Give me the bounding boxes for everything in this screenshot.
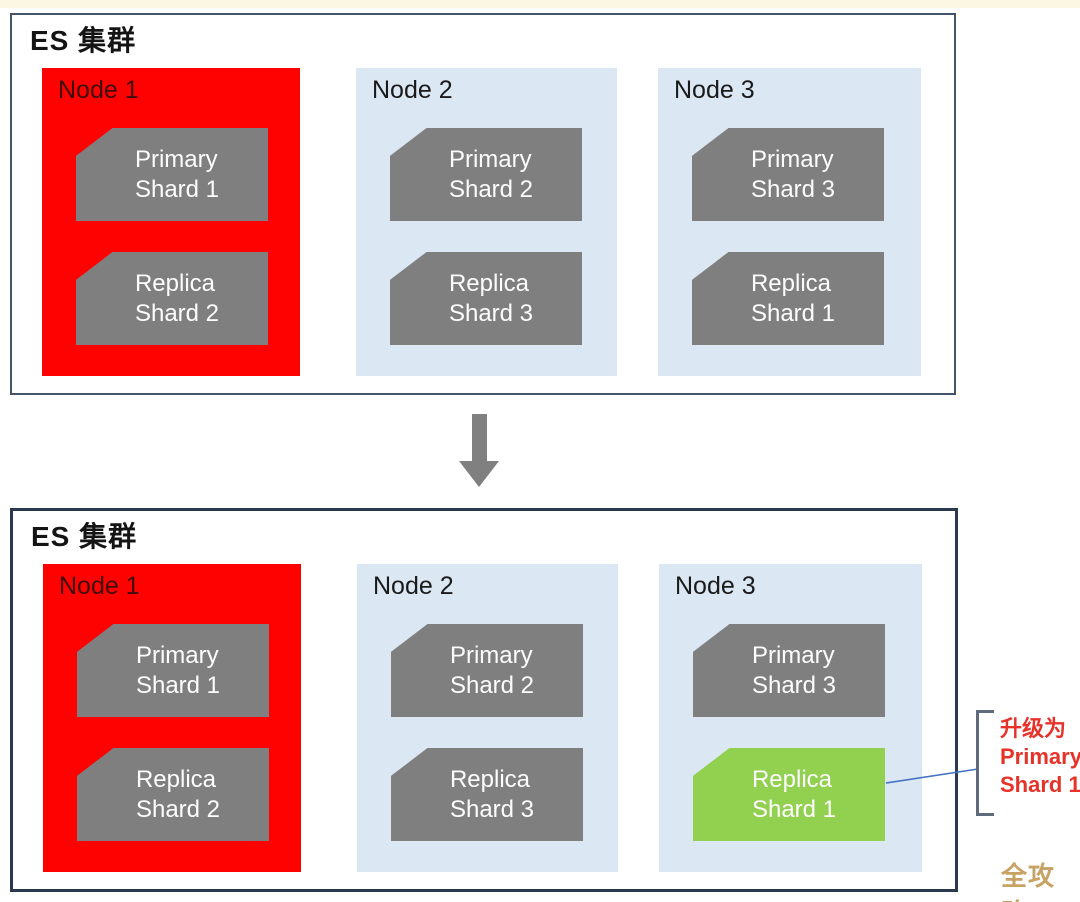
es-cluster-after: ES 集群 Node 1 Primary Shard 1 Replica Sha… (10, 508, 958, 892)
shard-label: Primary Shard 3 (750, 145, 836, 203)
shard-label: Replica Shard 2 (134, 269, 220, 327)
watermark: 全攻略 (1001, 861, 1056, 902)
node-2: Node 2 Primary Shard 2 Replica Shard 3 (357, 564, 618, 872)
node-1-label: Node 1 (59, 572, 140, 600)
node-2-label: Node 2 (373, 572, 454, 600)
shard-label: Primary Shard 3 (751, 641, 837, 699)
shard-replica-1-promoted: Replica Shard 1 (693, 748, 885, 841)
shard-primary-3: Primary Shard 3 (693, 624, 885, 717)
annotation-line: Shard 1 (1000, 772, 1080, 797)
shard-label: Primary Shard 1 (135, 641, 221, 699)
annotation-line: Primary (1000, 744, 1080, 769)
es-cluster-before: ES 集群 Node 1 Primary Shard 1 Replica Sha… (10, 13, 956, 395)
shard-label: Replica Shard 1 (750, 269, 836, 327)
shard-label: Replica Shard 2 (135, 765, 221, 823)
shard-label: Primary Shard 2 (449, 641, 535, 699)
shard-replica-2: Replica Shard 2 (76, 252, 268, 345)
shard-label: Primary Shard 1 (134, 145, 220, 203)
shard-primary-2: Primary Shard 2 (390, 128, 582, 221)
shard-primary-1: Primary Shard 1 (77, 624, 269, 717)
cluster-title: ES 集群 (31, 521, 138, 552)
cluster-title: ES 集群 (30, 25, 137, 56)
node-3: Node 3 Primary Shard 3 Replica Shard 1 (659, 564, 922, 872)
shard-label: Replica Shard 1 (751, 765, 837, 823)
node-3: Node 3 Primary Shard 3 Replica Shard 1 (658, 68, 921, 376)
node-1: Node 1 Primary Shard 1 Replica Shard 2 (43, 564, 301, 872)
shard-replica-2: Replica Shard 2 (77, 748, 269, 841)
shard-replica-3: Replica Shard 3 (391, 748, 583, 841)
shard-primary-2: Primary Shard 2 (391, 624, 583, 717)
shard-label: Primary Shard 2 (448, 145, 534, 203)
shard-primary-1: Primary Shard 1 (76, 128, 268, 221)
node-2-label: Node 2 (372, 76, 453, 104)
shard-label: Replica Shard 3 (449, 765, 535, 823)
annotation-bracket (976, 710, 994, 816)
annotation-text: 升级为 Primary Shard 1 (1000, 715, 1080, 799)
shard-label: Replica Shard 3 (448, 269, 534, 327)
shard-primary-3: Primary Shard 3 (692, 128, 884, 221)
annotation-line: 升级为 (1000, 716, 1067, 741)
node-3-label: Node 3 (674, 76, 755, 104)
arrow-head (459, 461, 499, 487)
node-1-label: Node 1 (58, 76, 139, 104)
node-2: Node 2 Primary Shard 2 Replica Shard 3 (356, 68, 617, 376)
shard-replica-1: Replica Shard 1 (692, 252, 884, 345)
arrow-shaft (472, 414, 487, 462)
node-1: Node 1 Primary Shard 1 Replica Shard 2 (42, 68, 300, 376)
shard-replica-3: Replica Shard 3 (390, 252, 582, 345)
top-strip (0, 0, 1080, 8)
node-3-label: Node 3 (675, 572, 756, 600)
down-arrow-icon (459, 414, 499, 487)
